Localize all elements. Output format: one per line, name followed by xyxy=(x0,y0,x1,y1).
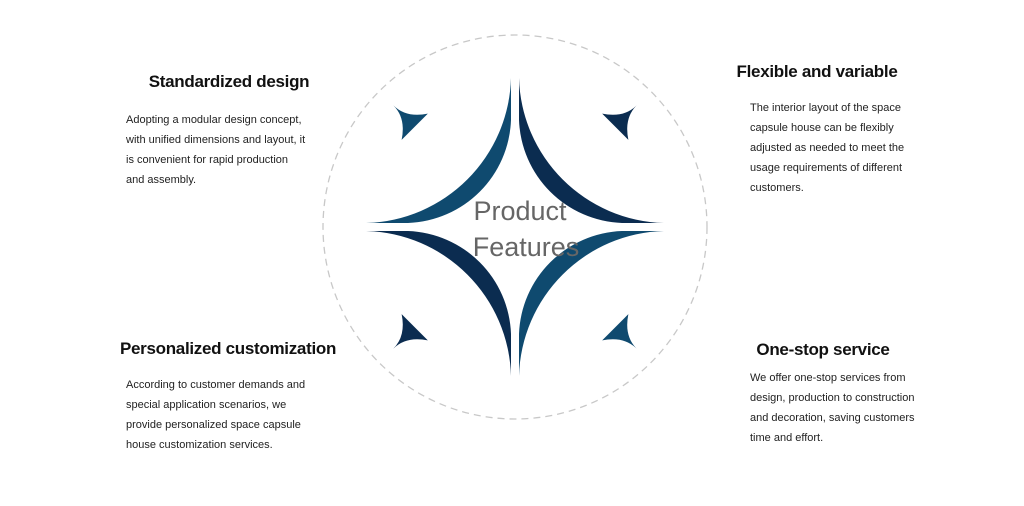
desc-line: is convenient for rapid production xyxy=(126,154,289,166)
ring-segment-a xyxy=(366,78,511,223)
desc-line: design, production to construction xyxy=(750,392,915,404)
desc-line: Adopting a modular design concept, xyxy=(126,114,302,126)
segment-letter-b: B xyxy=(599,128,616,158)
desc-line: and decoration, saving customers xyxy=(750,412,915,424)
desc-line: and assembly. xyxy=(126,174,197,186)
desc-line: We offer one-stop services from xyxy=(750,372,906,384)
arrow-spike-b xyxy=(602,105,637,140)
feature-c-title: One-stop service xyxy=(756,340,890,359)
desc-line: usage requirements of different xyxy=(750,162,903,174)
center-title-line2: Features xyxy=(473,232,580,262)
feature-a-title: Standardized design xyxy=(148,72,310,91)
desc-line: provide personalized space capsule xyxy=(126,419,301,431)
segment-letter-c: C xyxy=(598,298,617,328)
desc-line: house customization services. xyxy=(126,439,273,451)
desc-line: time and effort. xyxy=(750,432,824,444)
desc-line: with unified dimensions and layout, it xyxy=(126,134,306,146)
desc-line: adjusted as needed to meet the xyxy=(750,142,905,154)
segment-letter-d: D xyxy=(413,298,432,328)
feature-c-description: We offer one-stop services from design, … xyxy=(750,368,940,448)
desc-line: capsule house can be flexibly xyxy=(750,122,894,134)
ring-segment-b xyxy=(519,78,664,223)
arrow-spike-a xyxy=(393,105,428,140)
feature-a-description: Adopting a modular design concept, with … xyxy=(126,110,316,190)
arrow-spike-c xyxy=(602,314,637,349)
ring-segment-d xyxy=(366,231,511,376)
desc-line: customers. xyxy=(750,182,804,194)
feature-d-title: Personalized customization xyxy=(119,339,337,358)
feature-d-description: According to customer demands and specia… xyxy=(126,375,316,455)
desc-line: The interior layout of the space xyxy=(750,102,902,114)
desc-line: special application scenarios, we xyxy=(126,399,287,411)
center-title-line1: Product xyxy=(473,196,567,226)
arrow-spike-d xyxy=(393,314,428,349)
feature-b-description: The interior layout of the space capsule… xyxy=(750,98,940,198)
feature-b-title: Flexible and variable xyxy=(736,62,898,81)
ring-segment-c xyxy=(519,231,664,376)
dashed-outer-circle xyxy=(322,34,708,420)
desc-line: According to customer demands and xyxy=(126,379,306,391)
segment-letter-a: A xyxy=(413,128,431,158)
